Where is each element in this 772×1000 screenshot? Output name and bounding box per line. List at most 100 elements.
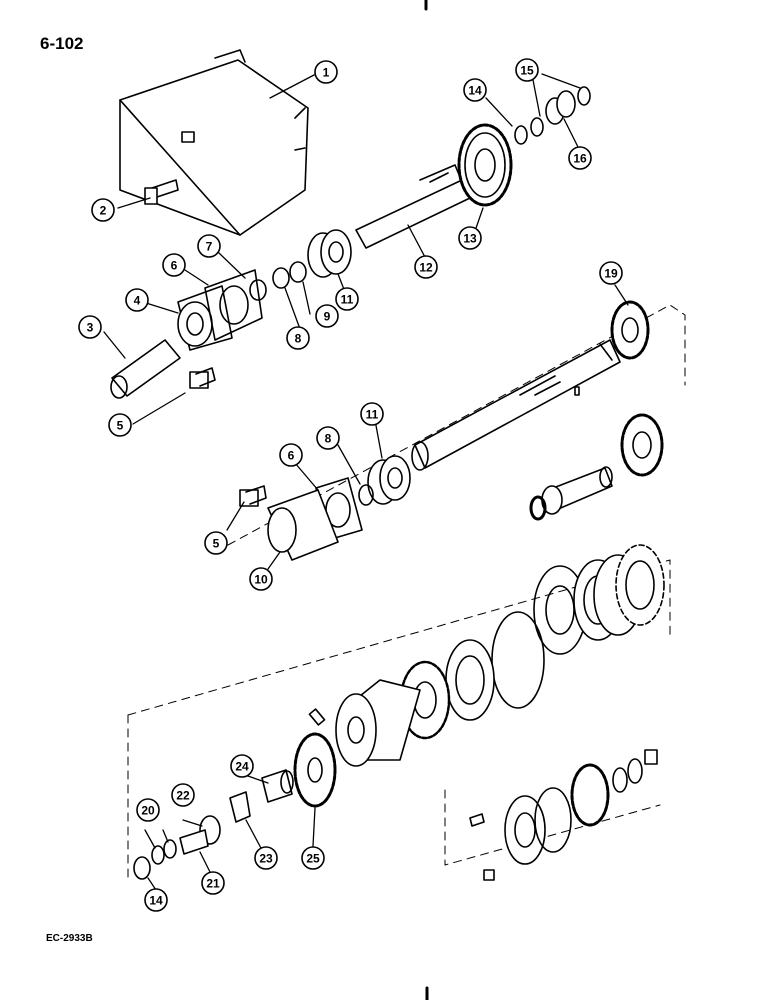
callout-11: 11 xyxy=(360,402,384,426)
callout-21: 21 xyxy=(201,871,225,895)
callout-number: 8 xyxy=(325,432,332,446)
callout-number: 11 xyxy=(366,408,379,422)
gasket-upper-hole xyxy=(219,285,249,325)
callout-number: 11 xyxy=(341,293,354,307)
callout-number: 5 xyxy=(213,537,220,551)
snap-ring-14-lower xyxy=(133,856,151,880)
callout-13: 13 xyxy=(458,226,482,250)
callout-number: 13 xyxy=(463,232,477,246)
callout-number: 6 xyxy=(171,259,178,273)
callout-number: 8 xyxy=(295,332,302,346)
callout-8: 8 xyxy=(316,426,340,450)
callout-10: 10 xyxy=(249,567,273,591)
callout-20: 20 xyxy=(136,798,160,822)
gear-upper xyxy=(457,123,513,207)
shim-ring-8-lower xyxy=(358,484,374,506)
key xyxy=(308,708,326,726)
gasket-upper xyxy=(204,269,263,341)
o-ring xyxy=(529,495,547,521)
bolt-part-5-upper xyxy=(189,367,216,389)
callout-number: 20 xyxy=(141,804,155,818)
snap-ring-15-a xyxy=(530,117,544,137)
callout-5: 5 xyxy=(108,413,132,437)
callout-2: 2 xyxy=(91,198,115,222)
hub xyxy=(541,466,613,515)
callout-9: 9 xyxy=(315,304,339,328)
callout-number: 3 xyxy=(87,321,94,335)
snap-ring-14-upper xyxy=(514,125,528,145)
callout-12: 12 xyxy=(414,255,438,279)
sleeve xyxy=(110,339,181,399)
gear-right-mid xyxy=(620,413,664,477)
bolt-part-2 xyxy=(144,179,179,205)
callout-22: 22 xyxy=(171,783,195,807)
callout-number: 7 xyxy=(206,240,213,254)
callout-number: 23 xyxy=(259,852,273,866)
bearing-lower xyxy=(367,455,411,505)
reference-code: EC-2933B xyxy=(46,933,93,944)
pin xyxy=(574,386,580,396)
callout-number: 19 xyxy=(604,267,618,281)
callout-3: 3 xyxy=(78,315,102,339)
piston xyxy=(445,639,495,721)
callout-number: 2 xyxy=(100,204,107,218)
callout-number: 14 xyxy=(468,84,482,98)
callout-number: 5 xyxy=(117,419,124,433)
callout-number: 4 xyxy=(134,294,141,308)
guard-bracket xyxy=(119,49,309,236)
snap-ring-15-b xyxy=(577,86,591,106)
bearing-upper xyxy=(307,229,352,278)
countershaft xyxy=(411,339,621,471)
callout-6: 6 xyxy=(279,443,303,467)
callout-14: 14 xyxy=(463,78,487,102)
callout-11: 11 xyxy=(335,287,359,311)
washer-b xyxy=(627,758,643,784)
bushing-16 xyxy=(545,90,576,125)
callout-16: 16 xyxy=(568,146,592,170)
callout-23: 23 xyxy=(254,846,278,870)
callout-layer: 1234567891112131415161911865102022242523… xyxy=(78,58,623,912)
bushing-24 xyxy=(261,769,294,803)
end-cover xyxy=(267,489,339,561)
spring-retainer xyxy=(504,795,546,865)
callout-number: 10 xyxy=(254,573,268,587)
washer-a xyxy=(612,767,628,793)
dowel xyxy=(483,869,495,881)
shim-ring-9 xyxy=(289,261,307,283)
gear-right-lower xyxy=(570,763,610,827)
callout-1: 1 xyxy=(314,60,338,84)
callout-number: 6 xyxy=(288,449,295,463)
bushing-small xyxy=(644,749,658,765)
callout-4: 4 xyxy=(125,288,149,312)
clutch-plates xyxy=(533,544,665,655)
spring xyxy=(469,813,485,827)
callout-number: 14 xyxy=(149,894,163,908)
callout-number: 1 xyxy=(323,66,330,80)
callout-number: 21 xyxy=(206,877,220,891)
page-number: 6-102 xyxy=(40,34,84,53)
callout-number: 25 xyxy=(306,852,320,866)
callout-6: 6 xyxy=(162,253,186,277)
callout-8: 8 xyxy=(286,326,310,350)
seal-ring-7 xyxy=(249,279,267,301)
callout-14: 14 xyxy=(144,888,168,912)
callout-7: 7 xyxy=(197,234,221,258)
shim-ring-8 xyxy=(272,267,290,289)
callout-5: 5 xyxy=(204,531,228,555)
thrust-washer-23 xyxy=(229,791,251,823)
callout-15: 15 xyxy=(515,58,539,82)
callout-number: 9 xyxy=(324,310,331,324)
gear-25 xyxy=(293,732,337,808)
callout-number: 16 xyxy=(573,152,587,166)
leader-lines xyxy=(103,73,629,891)
callout-number: 15 xyxy=(520,64,534,78)
snap-ring-20-b xyxy=(151,845,165,865)
callout-19: 19 xyxy=(599,261,623,285)
callout-number: 22 xyxy=(176,789,190,803)
gear-19 xyxy=(610,300,650,360)
callout-24: 24 xyxy=(230,754,254,778)
snap-ring-lower-right xyxy=(534,787,572,853)
callout-25: 25 xyxy=(301,846,325,870)
